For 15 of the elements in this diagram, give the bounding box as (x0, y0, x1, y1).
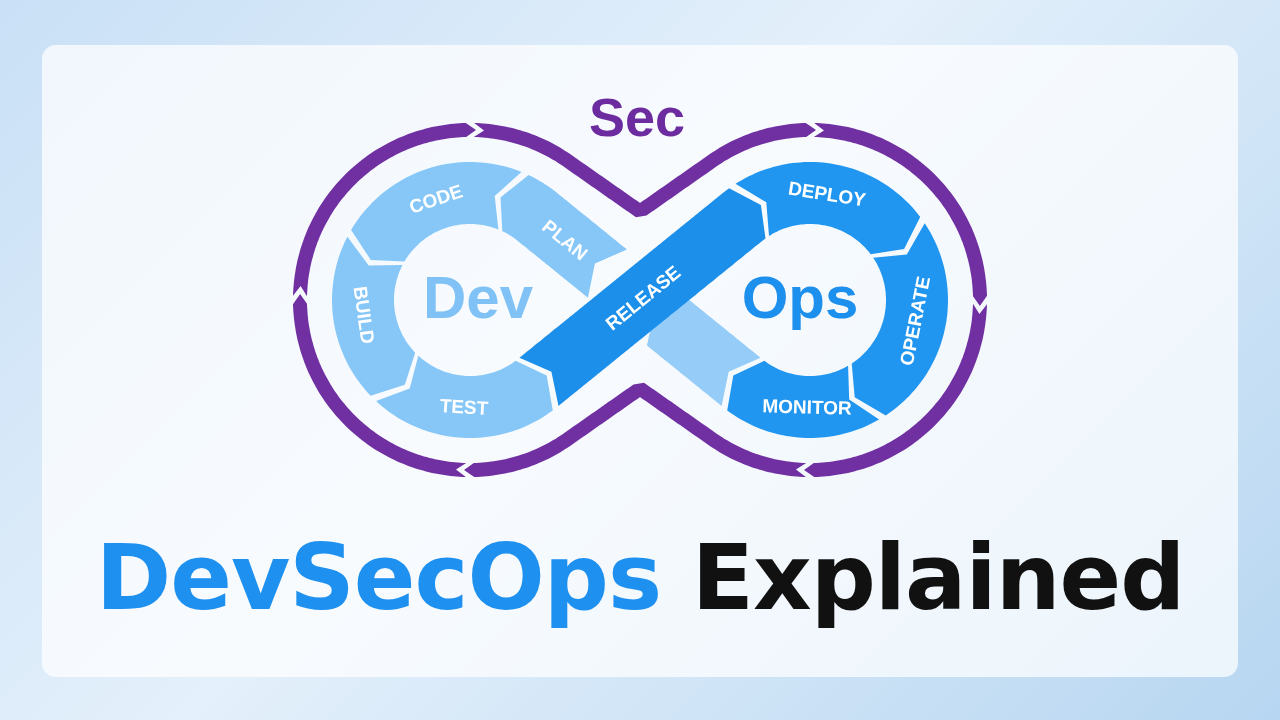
loop-label: Dev (422, 268, 534, 328)
arrow-segment (727, 360, 880, 438)
arrow-segment (332, 236, 416, 396)
stage-label: BUILD (350, 284, 378, 345)
stage-label: TEST (439, 395, 489, 418)
arrow-segment (351, 162, 522, 262)
arrow-segment (735, 162, 921, 255)
title: DevSecOps Explained (95, 528, 1185, 629)
loop-label: Ops (741, 268, 859, 328)
stage-label: OPERATE (896, 274, 934, 367)
stage-label: MONITOR (762, 396, 853, 418)
stage-label: DEPLOY (786, 178, 867, 210)
ring-label: Sec (588, 90, 686, 144)
arrow-segment (376, 355, 553, 438)
stage-label: CODE (406, 180, 465, 217)
